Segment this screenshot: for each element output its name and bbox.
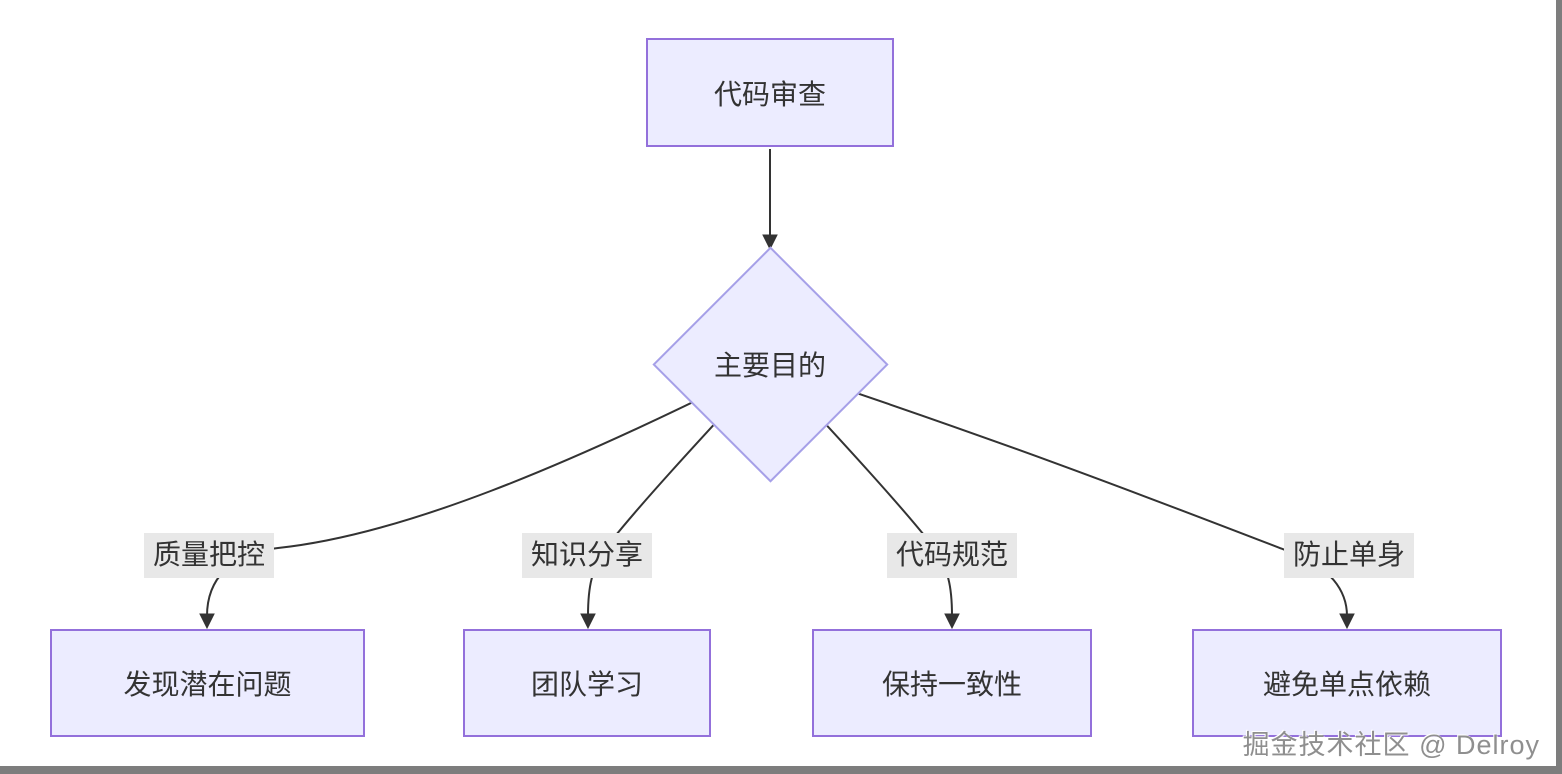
edge-decision-to-single — [769, 363, 1348, 617]
edge-label-quality: 质量把控 — [143, 533, 275, 578]
node-team-learning-label: 团队学习 — [530, 669, 643, 700]
node-avoid-dependency-label: 避免单点依赖 — [1262, 669, 1431, 700]
node-team-learning: 团队学习 — [463, 629, 711, 737]
node-code-review-label: 代码审查 — [713, 78, 826, 110]
node-avoid-dependency: 避免单点依赖 — [1192, 629, 1502, 737]
arrowhead-box2 — [580, 613, 596, 630]
arrowhead-decision — [762, 234, 778, 251]
edge-label-standard: 代码规范 — [886, 533, 1018, 578]
watermark: 掘金技术社区 @ Delroy — [1242, 730, 1540, 760]
arrowhead-box4 — [1339, 613, 1355, 630]
edge-label-single-text: 防止单身 — [1292, 539, 1406, 570]
edge-label-quality-text: 质量把控 — [152, 539, 266, 570]
node-consistency: 保持一致性 — [812, 629, 1092, 737]
window-edge-right — [1556, 0, 1562, 774]
edge-label-standard-text: 代码规范 — [895, 539, 1009, 570]
edge-decision-to-quality — [206, 363, 771, 617]
edge-label-single: 防止单身 — [1283, 533, 1415, 578]
decision-diamond-label: 主要目的 — [713, 350, 827, 381]
node-code-review: 代码审查 — [646, 38, 894, 147]
node-consistency-label: 保持一致性 — [881, 669, 1022, 700]
edge-label-knowledge-text: 知识分享 — [530, 539, 644, 570]
edge-label-knowledge: 知识分享 — [521, 533, 653, 578]
node-find-problems: 发现潜在问题 — [50, 629, 365, 737]
window-edge-bottom — [0, 766, 1562, 774]
arrowhead-box3 — [944, 613, 960, 630]
node-find-problems-label: 发现潜在问题 — [123, 669, 292, 700]
arrowhead-box1 — [199, 613, 215, 630]
